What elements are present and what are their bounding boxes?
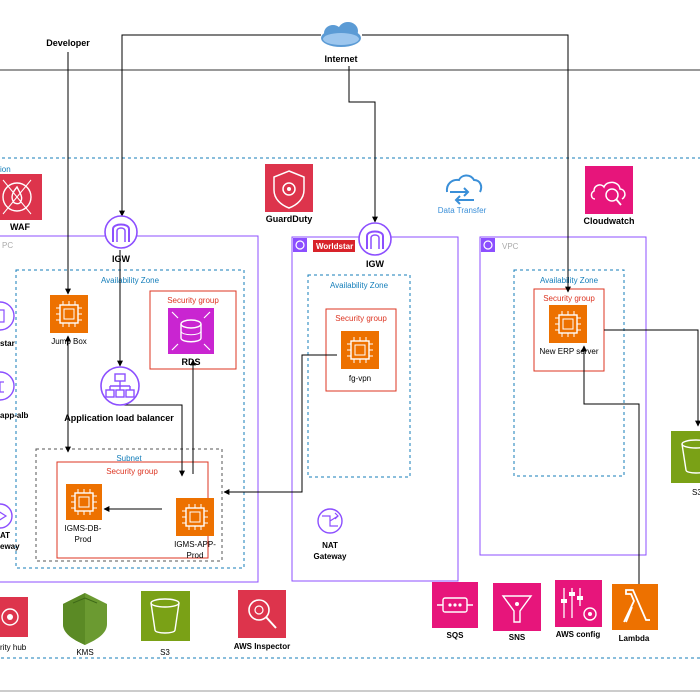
rds-sg-label: Security group	[167, 296, 219, 305]
new-erp-label: New ERP server	[540, 347, 599, 356]
igms-app-label-line1: IGMS-APP-	[174, 540, 216, 549]
cloudwatch-label: Cloudwatch	[584, 216, 635, 226]
igms-db-chip-icon	[66, 484, 102, 520]
vpn-security-group	[325, 308, 397, 392]
igw-left-label: IGW	[112, 254, 131, 264]
lambda-label: Lambda	[619, 634, 650, 643]
sqs-queue-icon	[432, 582, 478, 628]
rds-database-icon	[168, 308, 214, 354]
igw-mid-label: IGW	[366, 259, 385, 269]
internet-label: Internet	[324, 54, 357, 64]
left-vpc-container	[0, 235, 259, 583]
sns-label: SNS	[509, 633, 526, 642]
aws-inspector-label: AWS Inspector	[234, 642, 290, 651]
sqs-label: SQS	[447, 631, 465, 640]
nat-gateway-icon	[317, 508, 343, 534]
kms-label: KMS	[76, 648, 93, 657]
subnet-label: Subnet	[116, 454, 142, 463]
right-vpc-label: VPC	[502, 242, 519, 251]
igms-app-chip-icon	[176, 498, 214, 536]
security-hub-label: rity hub	[0, 643, 27, 652]
worldstar-tag: Worldstar	[316, 242, 353, 251]
region-label: ion	[0, 165, 11, 174]
left-app-alb-icon	[0, 371, 15, 401]
fg-vpn-label: fg-vpn	[349, 374, 371, 383]
internet-to-erp-line	[362, 34, 571, 293]
left-nat-label-line2: eway	[0, 542, 20, 551]
erp-to-s3-line	[604, 329, 700, 427]
s3-bottom-bucket-icon	[141, 591, 190, 641]
cloudwatch-icon	[585, 166, 633, 214]
waf-icon	[0, 174, 42, 220]
erp-sg-label: Security group	[543, 294, 595, 303]
worldstar-tag-bg	[313, 240, 355, 252]
right-vpc-container	[479, 236, 647, 556]
left-app-alb-label: app-alb	[0, 411, 29, 420]
subnet-sg-label: Security group	[106, 467, 158, 476]
left-star-label: star	[0, 339, 15, 348]
guardduty-shield-icon	[265, 164, 313, 212]
internet-to-mid-igw-line	[348, 66, 378, 223]
fg-vpn-chip-icon	[341, 331, 379, 369]
mid-az-container	[307, 274, 411, 478]
alb-hierarchy-icon	[100, 366, 140, 406]
left-star-icon	[0, 301, 15, 331]
igw-mid-icon	[358, 222, 392, 256]
left-az-label: Availability Zone	[101, 276, 160, 285]
lambda-icon	[612, 584, 658, 630]
right-az-container	[513, 269, 625, 477]
guardduty-label: GuardDuty	[266, 214, 313, 224]
kms-shield-key-icon	[63, 593, 107, 645]
vpn-sg-label: Security group	[335, 314, 387, 323]
aws-config-label: AWS config	[556, 630, 601, 639]
left-nat-icon	[0, 503, 13, 529]
subnet-container	[35, 448, 223, 562]
igms-app-label-line2: Prod	[187, 551, 204, 560]
connections	[65, 34, 700, 584]
s3-right-bucket-icon	[671, 431, 700, 483]
jump-box-label: Jump Box	[51, 337, 87, 346]
aws-inspector-magnifier-icon	[238, 590, 286, 638]
data-transfer-label: Data Transfer	[438, 206, 487, 215]
internet-to-left-igw-line	[119, 34, 321, 217]
left-vpc-label: PC	[2, 241, 13, 250]
new-erp-chip-icon	[549, 305, 587, 343]
developer-label: Developer	[46, 38, 90, 48]
igms-db-label-line2: Prod	[75, 535, 92, 544]
igw-left-icon	[104, 215, 138, 249]
vpn-to-app-line	[223, 354, 337, 495]
right-vpc-icon	[481, 238, 495, 252]
igms-db-label-line1: IGMS-DB-	[65, 524, 102, 533]
left-nat-label-line1: AT	[0, 531, 10, 540]
aws-config-icon	[555, 580, 602, 627]
nat-mid-label-line1: NAT	[322, 541, 338, 550]
s3-bottom-label: S3	[160, 648, 170, 657]
region-container	[0, 157, 700, 659]
data-transfer-icon	[445, 174, 483, 205]
alb-to-app-line	[120, 404, 185, 477]
worldstar-vpc-icon	[293, 238, 307, 252]
left-az-container	[15, 269, 245, 569]
rds-label: RDS	[181, 357, 200, 367]
security-hub-icon	[0, 597, 28, 637]
sns-funnel-icon	[493, 583, 541, 631]
right-az-label: Availability Zone	[540, 276, 599, 285]
mid-az-label: Availability Zone	[330, 281, 389, 290]
lambda-to-erp-line	[581, 345, 640, 584]
jump-box-chip-icon	[50, 295, 88, 333]
alb-label: Application load balancer	[64, 413, 174, 423]
nat-mid-label-line2: Gateway	[314, 552, 347, 561]
internet-cloud-icon	[321, 22, 361, 47]
waf-label: WAF	[10, 222, 30, 232]
s3-right-label: S3	[692, 488, 700, 497]
